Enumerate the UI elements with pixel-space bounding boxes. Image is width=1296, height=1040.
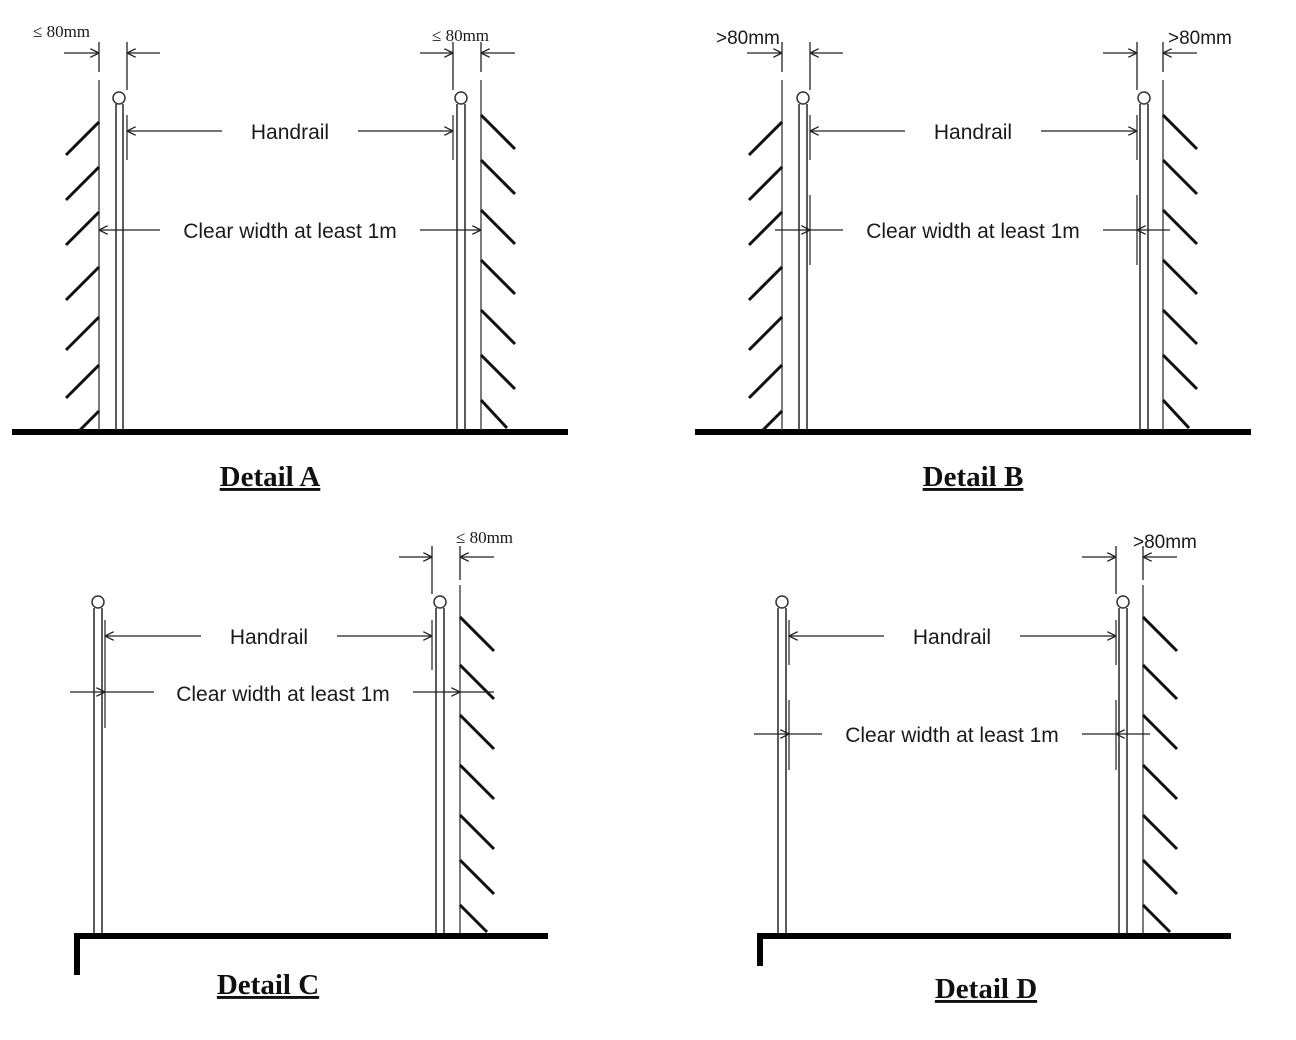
dimension-top-left [747,42,843,90]
handrail-label: Handrail [230,626,308,649]
handrail-label: Handrail [934,121,1012,144]
dimension-top-right [420,42,515,90]
wall-hatch-left [747,120,784,432]
dimension-label-top-left: >80mm [716,28,780,49]
dimension-label-top-right: >80mm [1168,28,1232,49]
clear-width-label: Clear width at least 1m [176,683,390,706]
detail-title: Detail D [935,973,1037,1005]
handrail-post-right [431,595,447,933]
dimension-top-right [1103,42,1197,90]
detail-d: >80mm Handrail Clear width at least 1m D… [754,532,1231,1005]
detail-b: >80mm >80mm Handrail Clear width at leas… [695,28,1251,493]
dimension-top-right [1082,546,1177,594]
detail-a: ≤ 80mm ≤ 80mm Handrail Clear width at le… [12,22,568,493]
clear-width-label: Clear width at least 1m [866,220,1080,243]
handrail-post-right [1115,595,1130,933]
handrail-post-left [796,91,811,430]
dimension-label-top-right: ≤ 80mm [456,528,513,547]
clear-width-label: Clear width at least 1m [183,220,397,243]
dimension-label-top-right: ≤ 80mm [432,26,489,45]
handrail-post-left [775,595,790,933]
detail-title: Detail A [220,461,321,493]
wall-hatch-right [479,113,517,430]
handrail-label: Handrail [913,626,991,649]
handrail-label: Handrail [251,121,329,144]
handrail-post-right [1136,91,1151,430]
wall-hatch-right [1161,113,1199,430]
handrail-post-left [112,91,128,430]
dimension-top-right [399,546,494,594]
wall-hatch-right [458,615,496,934]
handrail-post-right [452,91,468,430]
dimension-top-left [64,42,160,90]
handrail-post-left [91,595,106,933]
dimension-label-top-left: ≤ 80mm [33,22,90,41]
wall-hatch-right [1141,615,1179,934]
wall-hatch-left [64,120,101,432]
clear-width-label: Clear width at least 1m [845,724,1059,747]
dimension-label-top-right: >80mm [1133,532,1197,553]
detail-c: ≤ 80mm Handrail Clear width at least 1m … [70,528,548,1001]
detail-title: Detail C [217,969,319,1001]
detail-title: Detail B [923,461,1024,493]
